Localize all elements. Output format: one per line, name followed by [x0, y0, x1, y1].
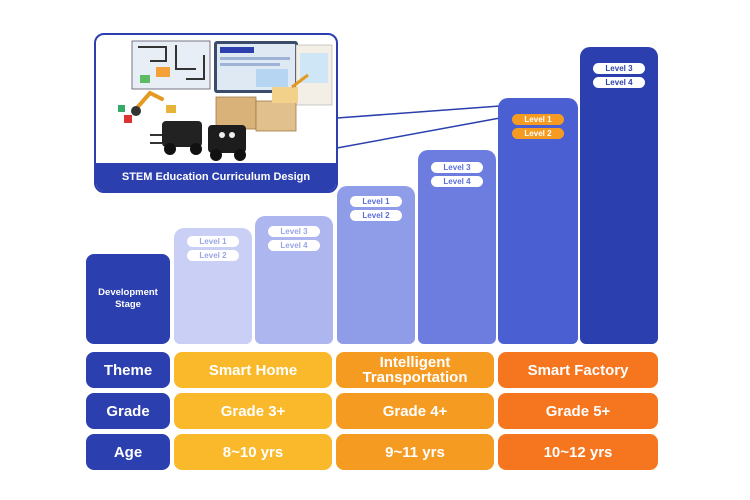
curriculum-callout-card: STEM Education Curriculum Design	[94, 33, 338, 193]
level-pill: Level 2	[512, 128, 564, 139]
theme-cell: Smart Factory	[498, 352, 658, 388]
level-bar-5: Level 1 Level 2	[498, 98, 578, 344]
age-cell: 9~11 yrs	[336, 434, 494, 470]
theme-cell: Intelligent Transportation	[336, 352, 494, 388]
level-pill: Level 1	[350, 196, 402, 207]
grade-cell: Grade 4+	[336, 393, 494, 429]
level-bar-6: Level 3 Level 4	[580, 47, 658, 344]
callout-caption: STEM Education Curriculum Design	[96, 163, 336, 191]
grade-cell: Grade 5+	[498, 393, 658, 429]
level-pill: Level 3	[268, 226, 320, 237]
level-pill: Level 4	[268, 240, 320, 251]
level-pill: Level 2	[187, 250, 239, 261]
age-cell: 8~10 yrs	[174, 434, 332, 470]
level-pill: Level 3	[593, 63, 645, 74]
level-bar-1: Level 1 Level 2	[174, 228, 252, 344]
level-pill: Level 4	[431, 176, 483, 187]
stem-kits-illustration	[118, 40, 333, 161]
level-pill: Level 2	[350, 210, 402, 221]
grade-row-label: Grade	[86, 393, 170, 429]
theme-cell: Smart Home	[174, 352, 332, 388]
level-pill: Level 1	[512, 114, 564, 125]
theme-row-label: Theme	[86, 352, 170, 388]
level-bar-2: Level 3 Level 4	[255, 216, 333, 344]
level-pill: Level 4	[593, 77, 645, 88]
development-stage-label: Development Stage	[86, 254, 170, 344]
level-pill: Level 1	[187, 236, 239, 247]
level-pill: Level 3	[431, 162, 483, 173]
level-bar-3: Level 1 Level 2	[337, 186, 415, 344]
grade-cell: Grade 3+	[174, 393, 332, 429]
age-cell: 10~12 yrs	[498, 434, 658, 470]
age-row-label: Age	[86, 434, 170, 470]
level-bar-4: Level 3 Level 4	[418, 150, 496, 344]
